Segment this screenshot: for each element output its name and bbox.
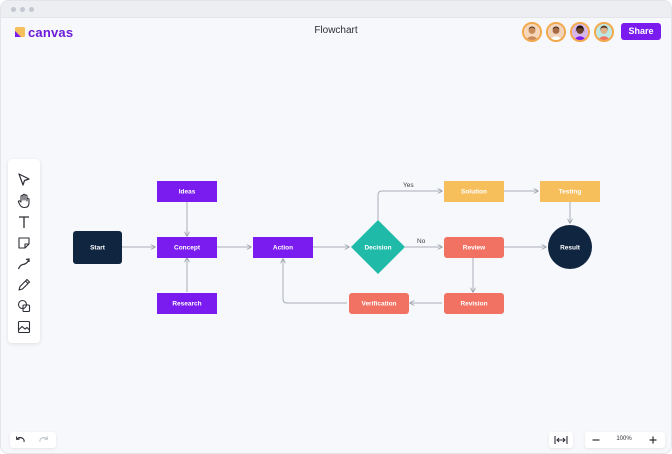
- share-button[interactable]: Share: [621, 23, 661, 40]
- plus-icon[interactable]: [648, 435, 658, 445]
- fit-width-icon: [554, 436, 568, 444]
- document-title[interactable]: Flowchart: [314, 25, 358, 36]
- zoom-level[interactable]: 100%: [616, 436, 632, 442]
- select-icon[interactable]: [16, 172, 32, 188]
- person-icon: [572, 24, 588, 40]
- edge-decision-solution[interactable]: [377, 191, 442, 220]
- node-testing-label: Testing: [559, 189, 582, 196]
- node-ideas-label: Ideas: [179, 189, 196, 196]
- node-verification-label: Verification: [361, 301, 396, 308]
- fit-width-button[interactable]: [549, 432, 573, 448]
- window-dot-minimize[interactable]: [20, 7, 25, 12]
- minus-icon[interactable]: [591, 435, 601, 445]
- history-controls: [10, 432, 56, 448]
- node-action-label: Action: [273, 245, 293, 252]
- edges: [122, 191, 570, 303]
- node-solution[interactable]: Solution: [444, 181, 504, 202]
- logo-mark-icon: [15, 27, 25, 37]
- node-ideas[interactable]: Ideas: [157, 181, 217, 202]
- avatar[interactable]: [522, 22, 542, 42]
- node-decision[interactable]: Decision: [351, 220, 405, 274]
- node-start-label: Start: [90, 245, 106, 252]
- edge-label-yes: Yes: [403, 182, 414, 189]
- avatar[interactable]: [546, 22, 566, 42]
- connector-icon[interactable]: [16, 256, 32, 272]
- node-research-label: Research: [172, 301, 201, 308]
- person-icon: [524, 24, 540, 40]
- node-result[interactable]: Result: [548, 225, 592, 269]
- node-verification[interactable]: Verification: [349, 293, 409, 314]
- zoom-controls: [585, 432, 665, 448]
- node-concept[interactable]: Concept: [157, 237, 217, 258]
- undo-icon[interactable]: [14, 434, 26, 446]
- avatar[interactable]: [594, 22, 614, 42]
- redo-icon[interactable]: [38, 434, 50, 446]
- node-decision-label: Decision: [364, 245, 391, 252]
- pen-icon[interactable]: [16, 277, 32, 293]
- shapes-icon[interactable]: [16, 298, 32, 314]
- hand-icon[interactable]: [16, 193, 32, 209]
- node-start[interactable]: Start: [73, 231, 122, 264]
- node-testing[interactable]: Testing: [540, 181, 600, 202]
- text-icon[interactable]: [16, 214, 32, 230]
- node-concept-label: Concept: [174, 245, 201, 252]
- person-icon: [548, 24, 564, 40]
- node-revision[interactable]: Revision: [444, 293, 504, 314]
- logo-text: canvas: [28, 24, 74, 40]
- node-review-label: Review: [463, 245, 486, 252]
- window-titlebar: [1, 1, 671, 18]
- node-research[interactable]: Research: [157, 293, 217, 314]
- logo[interactable]: canvas: [15, 24, 73, 40]
- edge-verification-action[interactable]: [283, 259, 347, 304]
- window-dot-maximize[interactable]: [29, 7, 34, 12]
- image-icon[interactable]: [16, 319, 32, 335]
- node-review[interactable]: Review: [444, 237, 504, 258]
- edge-label-no: No: [417, 238, 426, 245]
- sticky-note-icon[interactable]: [16, 235, 32, 251]
- tool-palette: [8, 159, 40, 343]
- node-solution-label: Solution: [461, 189, 487, 196]
- node-revision-label: Revision: [460, 301, 487, 308]
- avatar[interactable]: [570, 22, 590, 42]
- app-header: canvas Flowchart Share: [1, 18, 671, 46]
- window-dot-close[interactable]: [11, 7, 16, 12]
- person-icon: [596, 24, 612, 40]
- node-action[interactable]: Action: [253, 237, 313, 258]
- node-result-label: Result: [560, 245, 581, 252]
